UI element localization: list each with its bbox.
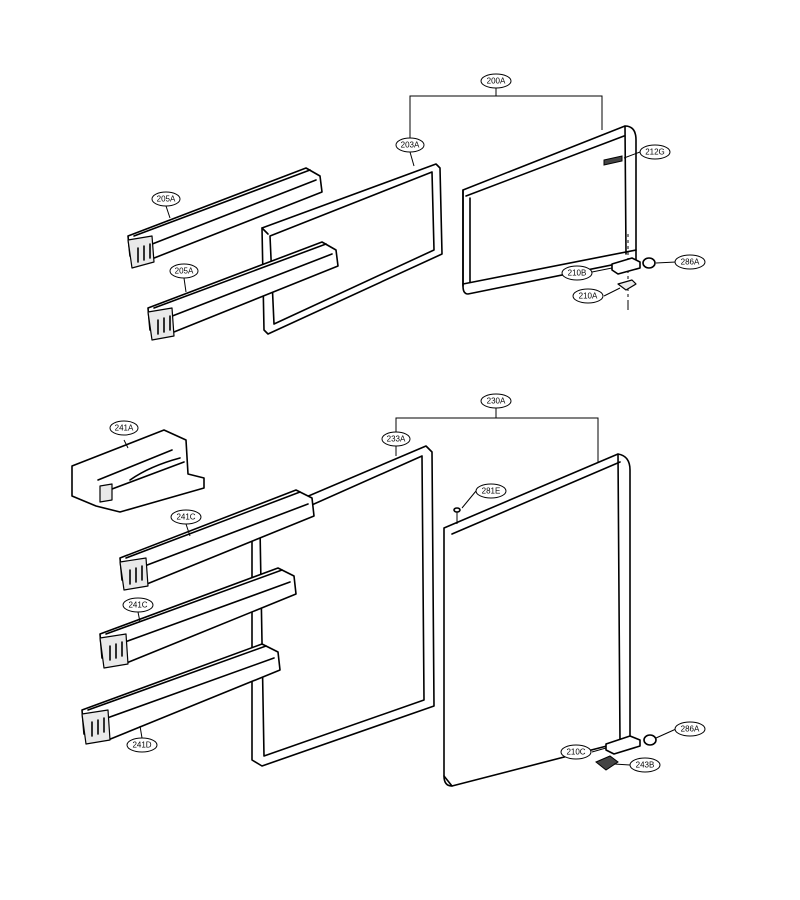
svg-text:210B: 210B	[568, 269, 587, 278]
svg-text:286A: 286A	[681, 258, 700, 267]
callout-241d: 241D	[126, 737, 158, 753]
lower-hinge-parts	[595, 734, 657, 771]
freezer-door-panel	[462, 125, 637, 295]
callout-210a: 210A	[572, 288, 604, 304]
assembly-bracket-200a	[409, 88, 603, 138]
svg-text:230A: 230A	[487, 397, 506, 406]
upper-hinge-parts	[611, 234, 656, 312]
leader-lines	[123, 151, 677, 766]
door-shelf-241a	[71, 429, 205, 513]
svg-text:241D: 241D	[132, 741, 151, 750]
callout-286a-lower: 286A	[674, 721, 706, 737]
door-shelf-241d	[81, 643, 281, 745]
callout-210c: 210C	[560, 744, 592, 760]
freezer-door-gasket	[261, 163, 443, 335]
callout-212g: 212G	[639, 144, 671, 160]
callout-210b: 210B	[561, 265, 593, 281]
callout-286a-upper: 286A	[674, 254, 706, 270]
callout-200a: 200A	[480, 73, 512, 89]
svg-text:205A: 205A	[175, 267, 194, 276]
svg-text:241C: 241C	[128, 601, 147, 610]
door-shelf-241c-upper	[119, 489, 315, 591]
refrigerator-door-panel	[443, 453, 631, 787]
callout-203a: 203A	[395, 137, 425, 153]
svg-text:241A: 241A	[115, 424, 134, 433]
callout-241a: 241A	[109, 420, 139, 436]
door-shelf-205a-lower	[147, 241, 339, 341]
svg-text:241C: 241C	[176, 513, 195, 522]
refrigerator-door-gasket	[251, 445, 435, 767]
svg-text:203A: 203A	[401, 141, 420, 150]
svg-text:210A: 210A	[579, 292, 598, 301]
door-screw	[453, 507, 461, 524]
callout-241c-lower: 241C	[122, 597, 154, 613]
callout-205a-lower: 205A	[169, 263, 199, 279]
callout-233a: 233A	[381, 431, 411, 447]
svg-text:243B: 243B	[636, 761, 655, 770]
svg-text:210C: 210C	[566, 748, 585, 757]
svg-text:233A: 233A	[387, 435, 406, 444]
callout-205a-upper: 205A	[151, 191, 181, 207]
svg-text:212G: 212G	[645, 148, 665, 157]
svg-text:205A: 205A	[157, 195, 176, 204]
svg-text:286A: 286A	[681, 725, 700, 734]
svg-text:281E: 281E	[482, 487, 501, 496]
door-shelf-241c-lower	[99, 567, 297, 669]
door-shelf-205a-upper	[127, 167, 323, 269]
svg-text:200A: 200A	[487, 77, 506, 86]
callout-241c-upper: 241C	[170, 509, 202, 525]
callout-281e: 281E	[475, 483, 507, 499]
callout-243b: 243B	[629, 757, 661, 773]
callout-230a: 230A	[480, 393, 512, 409]
